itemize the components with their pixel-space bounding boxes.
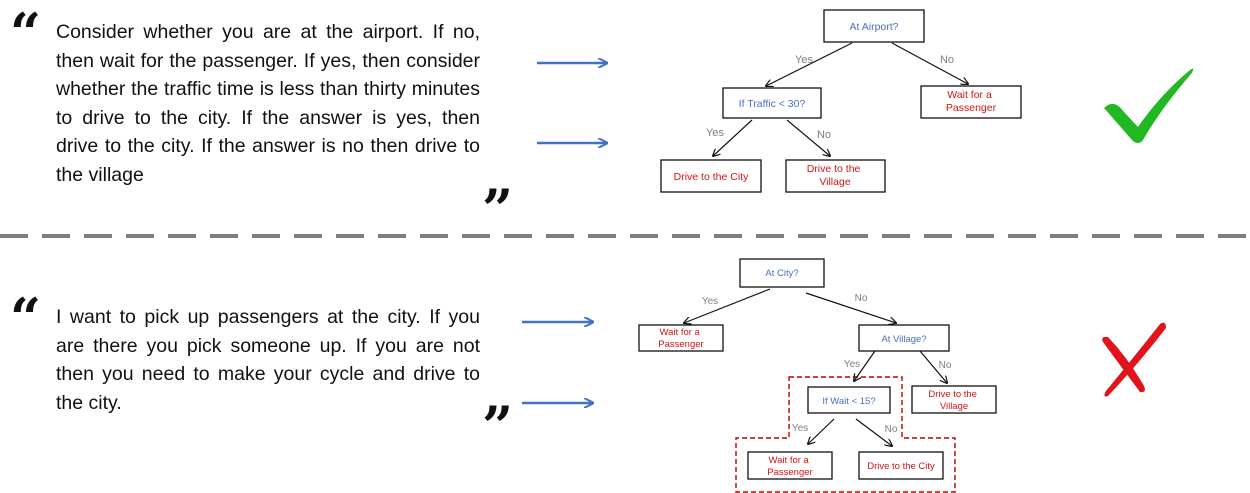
example-correct: “ Consider whether you are at the airpor…: [0, 0, 1250, 236]
check-mark-icon: [1104, 68, 1194, 143]
edge-label-no: No: [939, 360, 952, 371]
instruction-text: I want to pick up passengers at the city…: [56, 306, 480, 414]
tree-edge: [855, 418, 892, 446]
svg-text:If Wait < 15?: If Wait < 15?: [822, 396, 875, 407]
decision-tree-correct: Yes No Yes No At Airport? If Traffic < 3…: [537, 9, 1194, 193]
close-quote-icon: ”: [482, 177, 514, 241]
tree-node-drive-village: Drive to the Village: [911, 385, 997, 414]
tree-node-drive-village: Drive to the Village: [785, 159, 886, 193]
tree-edge: [786, 119, 830, 156]
svg-text:Drive to the Village: Drive to the Village: [928, 389, 979, 412]
tree-node-at-city: At City?: [739, 258, 825, 288]
instruction-text: Consider whether you are at the airport.…: [56, 21, 480, 186]
decision-tree-incorrect: Yes No Yes No Yes No At City? Wait for a…: [522, 258, 1166, 493]
tree-node-wait-question: If Wait < 15?: [807, 386, 891, 414]
tree-node-traffic: If Traffic < 30?: [722, 87, 822, 119]
svg-text:Wait for a Passenger: Wait for a Passenger: [658, 327, 703, 350]
tree-edge: [854, 350, 876, 381]
svg-text:Wait for a Passenger: Wait for a Passenger: [767, 455, 812, 478]
tree-node-wait-passenger: Wait for a Passenger: [638, 324, 724, 352]
tree-edge: [713, 119, 753, 156]
edge-label-yes: Yes: [844, 359, 860, 370]
edge-label-yes: Yes: [706, 127, 724, 139]
tree-node-at-airport: At Airport?: [823, 9, 925, 43]
tree-edge: [808, 418, 835, 444]
edge-label-yes: Yes: [702, 296, 718, 307]
highlight-region: [735, 376, 956, 493]
tree-node-wait-leaf: Wait for a Passenger: [747, 451, 833, 480]
svg-text:Wait for a Passenger: Wait for a Passenger: [946, 89, 997, 114]
tree-node-at-village: At Village?: [858, 324, 950, 352]
edge-label-yes: Yes: [792, 423, 808, 434]
tree-edge: [891, 42, 968, 84]
open-quote-icon: “: [10, 1, 42, 65]
svg-text:Drive to the Village: Drive to the Village: [807, 163, 864, 188]
tree-edge: [919, 350, 947, 383]
close-quote-icon: ”: [482, 394, 514, 458]
edge-label-yes: Yes: [795, 54, 813, 66]
edge-label-no: No: [855, 293, 868, 304]
svg-text:If Traffic < 30?: If Traffic < 30?: [739, 98, 806, 110]
open-quote-icon: “: [10, 286, 42, 350]
svg-text:At City?: At City?: [765, 268, 798, 279]
tree-node-drive-city: Drive to the City: [660, 159, 762, 193]
example-incorrect: “ I want to pick up passengers at the ci…: [0, 245, 1250, 493]
dashed-divider: [0, 234, 1250, 238]
cross-mark-icon: [1102, 322, 1166, 397]
tree-node-wait-passenger: Wait for a Passenger: [920, 85, 1022, 119]
tree-edge: [766, 42, 853, 86]
tree-edge: [805, 292, 896, 323]
tree-node-drive-city: Drive to the City: [858, 451, 944, 480]
edge-label-no: No: [940, 54, 954, 66]
svg-text:At Village?: At Village?: [881, 334, 926, 345]
svg-text:Drive to the City: Drive to the City: [867, 461, 935, 472]
svg-text:At Airport?: At Airport?: [849, 21, 898, 33]
edge-label-no: No: [817, 129, 831, 141]
svg-text:Drive to the City: Drive to the City: [674, 171, 749, 183]
edge-label-no: No: [885, 424, 898, 435]
tree-edge: [684, 288, 771, 323]
